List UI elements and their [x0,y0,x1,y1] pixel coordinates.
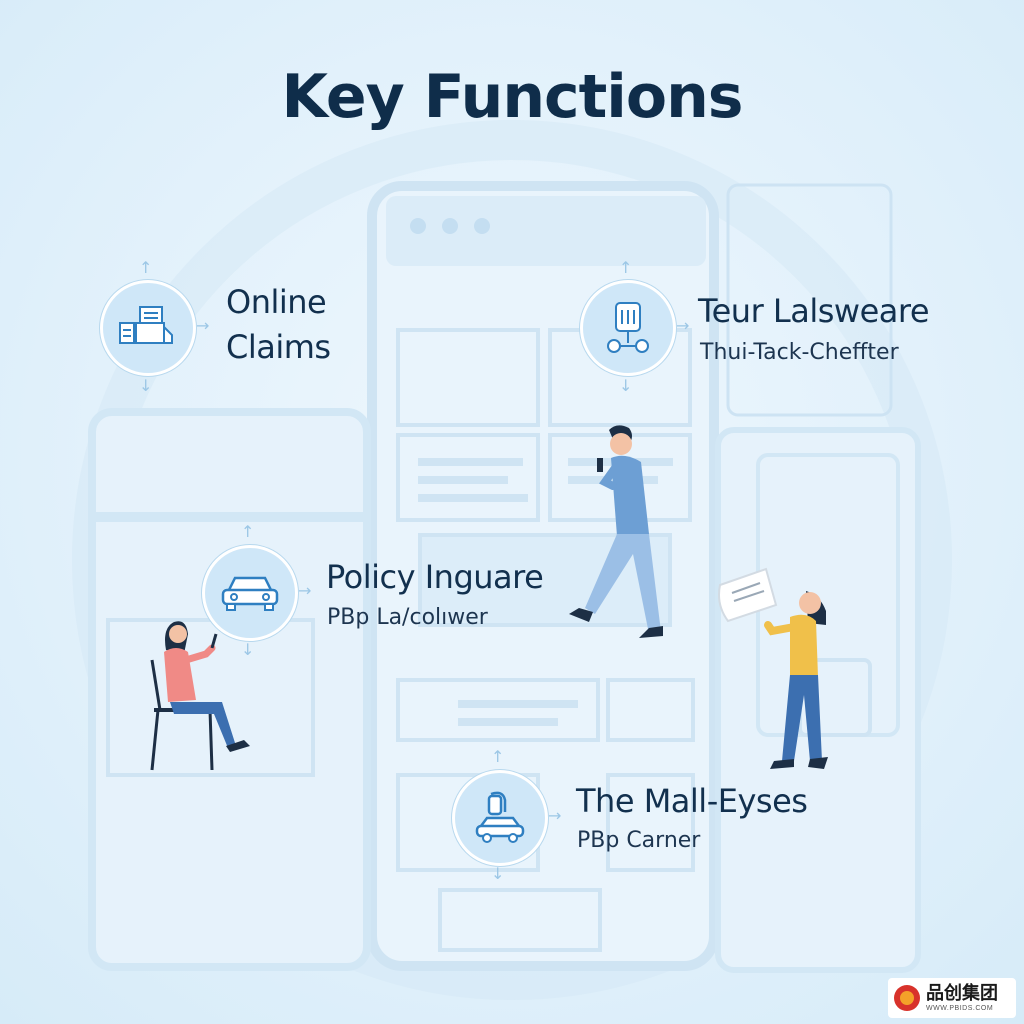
document-truck-icon [119,306,173,344]
person-sitting-illustration [150,621,250,771]
feature-title: Claims [226,328,331,366]
logo-mark-icon [894,985,920,1011]
person-holding-document-illustration [718,567,828,769]
arrow-up-icon: ↑ [139,258,153,277]
feature-icon-circle [100,280,196,376]
network-tag-icon [607,302,649,353]
person-walking-illustration [569,425,663,638]
feature-title: The Mall-Eyses [576,782,808,820]
feature-subtitle: PBp La/colıwer [327,605,488,630]
brand-logo: 品创集团 WWW.PBIDS.COM [888,978,1016,1018]
arrow-down-icon: ↓ [139,376,153,395]
arrow-up-icon: ↑ [619,258,633,277]
arrow-down-icon: ↓ [491,864,505,883]
arrow-up-icon: ↑ [241,522,255,541]
feature-icon-circle [452,770,548,866]
arrow-right-icon: → [676,316,690,335]
feature-subtitle: Thui-Tack-Cheffter [700,340,899,365]
feature-title: Online [226,283,327,321]
arrow-right-icon: → [548,806,562,825]
logo-text: 品创集团 [926,983,998,1003]
page-title: Key Functions [281,62,743,132]
car-icon [221,576,279,611]
arrow-right-icon: → [298,581,312,600]
feature-icon-circle [580,280,676,376]
arrow-right-icon: → [196,316,210,335]
feature-subtitle: PBp Carner [577,828,701,853]
feature-title: Teur Lalsweare [698,292,930,330]
arrow-down-icon: ↓ [619,376,633,395]
arrow-down-icon: ↓ [241,640,255,659]
car-service-icon [475,791,525,843]
feature-icon-circle [202,545,298,641]
logo-url: WWW.PBIDS.COM [926,1005,994,1012]
arrow-up-icon: ↑ [491,747,505,766]
feature-title: Policy Inguare [326,558,544,596]
